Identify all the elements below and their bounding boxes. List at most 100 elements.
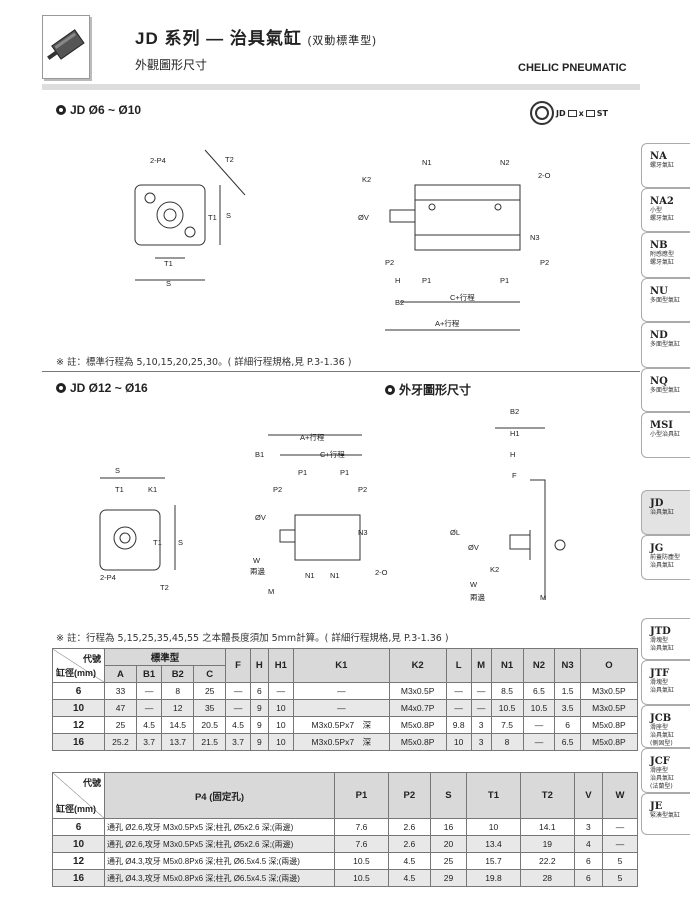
tab-desc: 滑塊型 治具氣缸 <box>650 637 675 652</box>
svg-text:P1: P1 <box>340 468 349 477</box>
tab-desc: 緊湊型氣缸 <box>650 812 681 819</box>
svg-text:K2: K2 <box>490 565 499 574</box>
svg-text:T1: T1 <box>164 259 173 268</box>
table-cell: 4.5 <box>387 869 431 887</box>
tab-code: NU <box>650 286 668 297</box>
table-cell: 4.5 <box>225 716 252 734</box>
table-cell: 6 <box>573 869 604 887</box>
svg-text:2-P4: 2-P4 <box>100 573 116 582</box>
brand-name: CHELIC PNEUMATIC <box>518 62 627 74</box>
bore-cell: 10 <box>52 699 105 717</box>
svg-text:兩邊: 兩邊 <box>470 592 485 602</box>
table-cell: 12 <box>161 699 195 717</box>
svg-text:ØV: ØV <box>255 513 266 522</box>
bullet-icon <box>385 384 395 395</box>
table-cell: M5x0.8P <box>579 716 639 734</box>
table-cell: 13.7 <box>161 733 195 751</box>
table-cell: — <box>135 682 163 700</box>
table-cell: M5x0.8P <box>579 733 639 751</box>
table-cell: 13.4 <box>466 835 521 853</box>
svg-text:N3: N3 <box>530 233 540 242</box>
table-cell: M3x0.5Px7 深 <box>293 733 390 751</box>
svg-text:N1: N1 <box>422 158 432 167</box>
table-cell: 4 <box>573 835 604 853</box>
tab-code: JCF <box>650 756 670 767</box>
table-cell: — <box>470 682 492 700</box>
table-cell: — <box>225 682 252 700</box>
table-cell: 16 <box>429 818 468 836</box>
svg-text:F: F <box>512 471 517 480</box>
svg-text:2-O: 2-O <box>538 171 551 180</box>
table-cell: 7.5 <box>490 716 524 734</box>
table-cell: 10 <box>267 733 295 751</box>
table-cell: 通孔 Ø2.6,攻牙 M3x0.5Px5 深;柱孔 Ø5x2.6 深;(兩邊) <box>104 835 335 853</box>
svg-text:M: M <box>540 593 546 602</box>
tab-code: JCB <box>650 713 672 724</box>
table-cell: M5x0.8P <box>388 733 447 751</box>
tab-code: MSI <box>650 420 673 431</box>
bore-cell: 6 <box>52 682 105 700</box>
svg-text:T1: T1 <box>153 538 162 547</box>
tab-desc: 小型 螺牙氣缸 <box>650 207 675 222</box>
svg-text:P2: P2 <box>273 485 282 494</box>
table-cell: M4x0.7P <box>388 699 447 717</box>
table-cell: 47 <box>104 699 137 717</box>
svg-text:T1: T1 <box>115 485 124 494</box>
drawing-jd12-16: S T1 K1 T1 S 2-P4 T2 A+行程 B1 C+行程 P1 P1 … <box>99 407 566 602</box>
table-cell: 3.7 <box>135 733 163 751</box>
svg-text:W: W <box>470 580 478 589</box>
svg-text:P1: P1 <box>298 468 307 477</box>
table-cell: 25 <box>104 716 137 734</box>
front-view <box>134 149 246 281</box>
table-cell: 5 <box>602 852 638 870</box>
svg-text:P2: P2 <box>385 258 394 267</box>
table-cell: 14.5 <box>161 716 195 734</box>
table-cell: 9 <box>250 699 269 717</box>
table-cell: 15.7 <box>466 852 521 870</box>
tab-desc: 治具氣缸 <box>650 509 675 516</box>
svg-text:A+行程: A+行程 <box>300 432 325 442</box>
table-cell: — <box>470 699 492 717</box>
svg-text:M: M <box>268 587 274 596</box>
tab-desc: 多面型氣缸 <box>650 387 681 394</box>
table-cell: 3 <box>573 818 604 836</box>
svg-text:S: S <box>115 466 120 475</box>
svg-text:H1: H1 <box>510 429 520 438</box>
svg-text:S: S <box>166 279 171 288</box>
svg-text:N3: N3 <box>358 528 368 537</box>
tab-desc: 多面型氣缸 <box>650 341 681 348</box>
table-cell: — <box>522 716 556 734</box>
tab-code: NA <box>650 151 667 162</box>
tab-code: JG <box>650 543 664 554</box>
tab-desc: 小型治具缸 <box>650 431 681 438</box>
table-cell: 25.2 <box>104 733 137 751</box>
side-view <box>385 184 521 331</box>
table-cell: 4.5 <box>387 852 431 870</box>
tab-code: JD <box>650 498 664 509</box>
svg-text:P2: P2 <box>540 258 549 267</box>
tab-desc: 多面型氣缸 <box>650 297 681 304</box>
svg-text:W: W <box>253 556 261 565</box>
table-cell: 2.6 <box>387 835 431 853</box>
svg-text:H: H <box>395 276 400 285</box>
svg-text:B1: B1 <box>255 450 264 459</box>
svg-text:N2: N2 <box>500 158 510 167</box>
tab-desc: 滑座型 治具氣缸 (側固型) <box>650 724 675 747</box>
